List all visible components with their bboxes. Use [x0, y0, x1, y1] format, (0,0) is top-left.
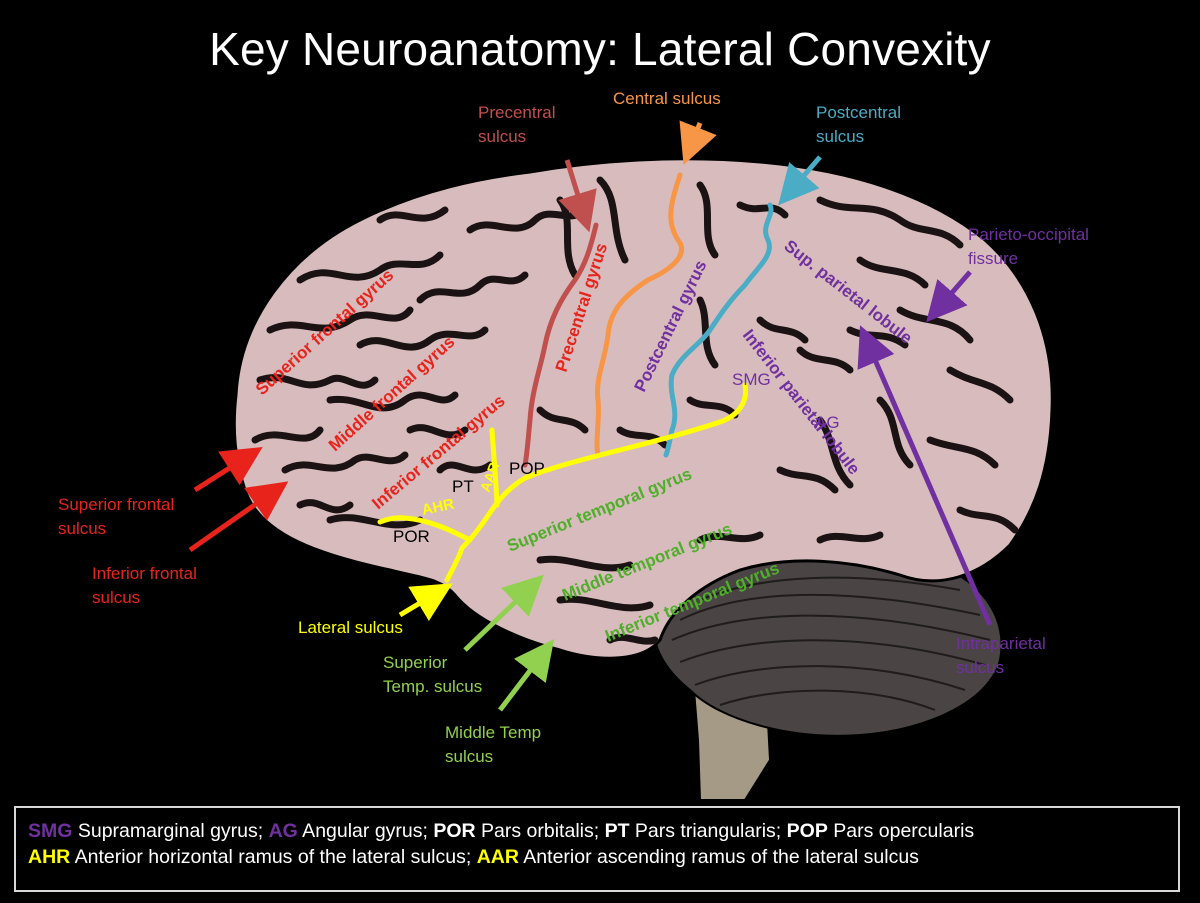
legend-abbr-aar: AAR — [476, 846, 519, 868]
central-sulcus-trace — [594, 172, 685, 458]
postcentral-sulcus-trace — [663, 202, 774, 458]
precentral-sulcus-arrow — [558, 159, 597, 233]
legend-line-1: SMG Supramarginal gyrus; AG Angular gyru… — [28, 818, 1166, 844]
postcentral-sulcus-arrow — [778, 155, 822, 206]
ahr-label: AHR — [420, 495, 455, 518]
legend-text-por: Pars orbitalis; — [475, 820, 605, 842]
cerebellum-shape — [653, 549, 1003, 737]
legend-abbr-pop: POP — [786, 820, 828, 842]
middle-temp-sulcus-arrow — [498, 639, 555, 712]
intraparietal-sulcus-label: Intraparietal sulcus — [956, 634, 1051, 677]
cerebrum-shape — [232, 157, 1054, 660]
superior-frontal-sulcus-arrow — [193, 446, 263, 493]
legend-text-pt: Pars triangularis; — [629, 820, 787, 842]
legend-abbr-ag: AG — [268, 820, 298, 842]
intraparietal-sulcus-arrow — [857, 325, 993, 626]
legend-abbr-ahr: AHR — [28, 846, 71, 868]
pop-label: POP — [509, 459, 545, 478]
legend-line-2: AHR Anterior horizontal ramus of the lat… — [28, 844, 1166, 870]
legend-abbr-por: POR — [433, 820, 476, 842]
por-label: POR — [393, 527, 430, 546]
parieto-occipital-label: Parieto-occipital fissure — [968, 225, 1094, 268]
central-sulcus-label: Central sulcus — [613, 89, 721, 108]
central-sulcus-arrow — [679, 120, 717, 165]
precentral-sulcus-label: Precentral sulcus — [478, 103, 560, 146]
inferior-frontal-sulcus-arrow — [188, 481, 289, 553]
lateral-sulcus-arrow — [398, 583, 453, 622]
ahr-trace — [377, 515, 473, 543]
superior-temp-sulcus-arrow — [463, 574, 544, 652]
ag-label: AG — [815, 413, 840, 432]
legend-text-ahr: Anterior horizontal ramus of the lateral… — [70, 846, 477, 868]
legend-abbr-smg: SMG — [28, 820, 73, 842]
superior-frontal-sulcus-label: Superior frontal sulcus — [58, 495, 179, 538]
legend-text-smg: Supramarginal gyrus; — [72, 820, 269, 842]
legend-text-aar: Anterior ascending ramus of the lateral … — [518, 846, 919, 868]
postcentral-sulcus-label: Postcentral sulcus — [816, 103, 906, 146]
smg-label: SMG — [732, 370, 771, 389]
pt-label: PT — [452, 477, 474, 496]
legend-text-pop: Pars opercularis — [827, 820, 975, 842]
middle-temp-sulcus-label: Middle Temp sulcus — [445, 723, 546, 766]
aar-trace — [489, 427, 500, 508]
superior-temp-sulcus-label: Superior Temp. sulcus — [383, 653, 482, 696]
legend-text-ag: Angular gyrus; — [297, 820, 434, 842]
precentral-sulcus-trace — [522, 222, 599, 468]
parieto-occipital-arrow — [926, 270, 972, 323]
legend-abbr-pt: PT — [604, 820, 630, 842]
inferior-frontal-sulcus-label: Inferior frontal sulcus — [92, 564, 202, 607]
lateral-sulcus-trace — [444, 382, 749, 583]
lateral-sulcus-label: Lateral sulcus — [298, 618, 403, 637]
brain-sulci — [251, 176, 1019, 645]
abbreviation-legend: SMG Supramarginal gyrus; AG Angular gyru… — [14, 806, 1180, 892]
slide-title: Key Neuroanatomy: Lateral Convexity — [209, 23, 991, 75]
